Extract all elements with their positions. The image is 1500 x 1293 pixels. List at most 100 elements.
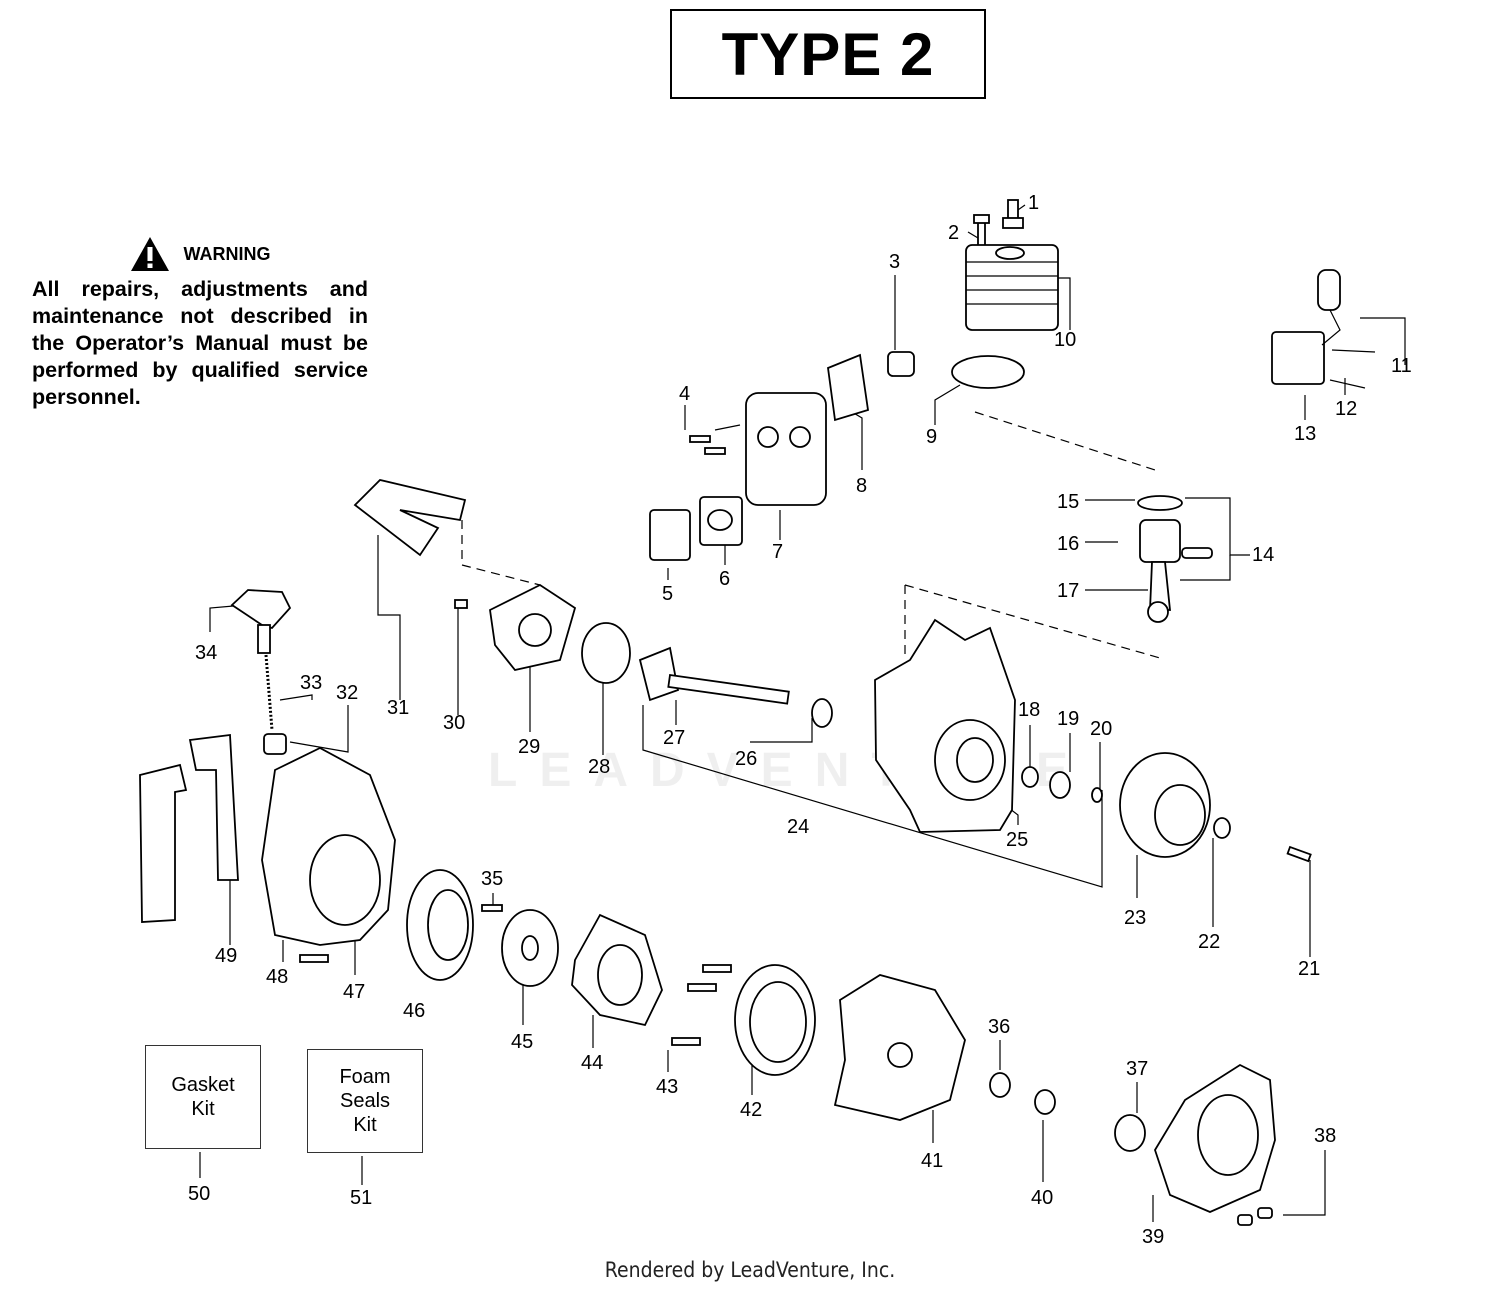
- footer-credit: Rendered by LeadVenture, Inc.: [604, 1258, 896, 1282]
- part-label-33: 33: [300, 672, 322, 694]
- crankshaft: [638, 646, 790, 705]
- rope-insert: [263, 733, 287, 755]
- part-label-23: 23: [1124, 907, 1146, 929]
- seal-19: [1049, 771, 1071, 799]
- part-label-35: 35: [481, 868, 503, 890]
- part-label-30: 30: [443, 712, 465, 734]
- leader-lines: [199, 204, 1406, 1222]
- flywheel: [1119, 752, 1211, 858]
- impeller: [833, 974, 966, 1121]
- part-label-38: 38: [1314, 1125, 1336, 1147]
- muffler-bracket: [827, 353, 870, 422]
- part-label-3: 3: [889, 251, 900, 273]
- part-label-12: 12: [1335, 398, 1357, 420]
- assembly-dashed-lines: [461, 411, 1161, 659]
- part-label-9: 9: [926, 426, 937, 448]
- part-label-22: 22: [1198, 931, 1220, 953]
- starter-rope: [264, 654, 274, 731]
- cylinder-screw: [973, 214, 990, 247]
- intake-boot: [887, 351, 915, 377]
- starter-housing: [571, 913, 663, 1027]
- screw-30: [454, 599, 468, 609]
- spark-arrestor: [649, 509, 691, 561]
- carburetor-adapter: [489, 583, 577, 672]
- part-label-11: 11: [1391, 355, 1412, 377]
- part-label-36: 36: [988, 1016, 1010, 1038]
- part-label-44: 44: [581, 1052, 603, 1074]
- part-label-20: 20: [1090, 718, 1112, 740]
- gasket-kit-box: Gasket Kit: [145, 1045, 261, 1149]
- warning-triangle-icon: [130, 237, 169, 271]
- cylinder-gasket: [951, 355, 1025, 389]
- blower-housing: [261, 746, 396, 946]
- part-label-46: 46: [403, 1000, 425, 1022]
- part-label-19: 19: [1057, 708, 1079, 730]
- warning-text: All repairs, adjustments and maintenance…: [32, 277, 368, 409]
- bearing-18: [1021, 766, 1039, 788]
- washer-40: [1034, 1089, 1056, 1115]
- ignition-module: [1271, 269, 1376, 389]
- foam-seals-kit-label: Foam Seals Kit: [339, 1066, 391, 1136]
- part-label-26: 26: [735, 748, 757, 770]
- warning-heading: WARNING: [183, 243, 271, 264]
- part-label-4: 4: [679, 383, 690, 405]
- part-number-labels: 1 2 3 4 5 6 7 8 9 10 11 12 13 14 15 16 1…: [188, 192, 1412, 1248]
- cylinder: [965, 244, 1059, 331]
- piston: [1139, 519, 1213, 623]
- part-label-14: 14: [1252, 544, 1274, 566]
- part-label-45: 45: [511, 1031, 533, 1053]
- retaining-ring-20: [1091, 787, 1103, 803]
- pin-21: [1286, 845, 1312, 863]
- crankcase: [874, 618, 1016, 833]
- piston-ring: [1137, 495, 1183, 511]
- part-label-48: 48: [266, 966, 288, 988]
- warning-header: WARNING: [32, 236, 368, 272]
- part-label-27: 27: [663, 727, 685, 749]
- part-label-8: 8: [856, 475, 867, 497]
- screw-48: [299, 954, 329, 963]
- seal-26: [811, 698, 833, 728]
- part-label-15: 15: [1057, 491, 1079, 513]
- part-label-49: 49: [215, 945, 237, 967]
- screw-35: [481, 904, 503, 912]
- part-label-13: 13: [1294, 423, 1316, 445]
- part-label-39: 39: [1142, 1226, 1164, 1248]
- part-label-7: 7: [772, 541, 783, 563]
- clips-38: [1237, 1207, 1273, 1226]
- part-label-6: 6: [719, 568, 730, 590]
- o-ring: [581, 622, 631, 684]
- part-label-32: 32: [336, 682, 358, 704]
- gasket-kit-label: Gasket Kit: [171, 1074, 235, 1120]
- part-label-10: 10: [1054, 329, 1076, 351]
- part-label-40: 40: [1031, 1187, 1053, 1209]
- part-label-29: 29: [518, 736, 540, 758]
- part-label-5: 5: [662, 583, 673, 605]
- part-label-16: 16: [1057, 533, 1079, 555]
- part-label-42: 42: [740, 1099, 762, 1121]
- starter-pulley: [406, 869, 474, 981]
- blower-intake-cover: [1154, 1063, 1276, 1213]
- diagram-title: TYPE 2: [721, 20, 935, 88]
- part-label-25: 25: [1006, 829, 1028, 851]
- part-label-51: 51: [350, 1187, 372, 1209]
- part-label-21: 21: [1298, 958, 1320, 980]
- part-label-18: 18: [1018, 699, 1040, 721]
- part-label-34: 34: [195, 642, 217, 664]
- title-box: TYPE 2: [670, 9, 986, 99]
- muffler: [745, 392, 827, 506]
- part-label-17: 17: [1057, 580, 1079, 602]
- starter-handle: [230, 589, 292, 654]
- part-label-37: 37: [1126, 1058, 1148, 1080]
- warning-notice: WARNING All repairs, adjustments and mai…: [32, 236, 368, 411]
- muffler-gasket: [699, 496, 743, 546]
- part-label-43: 43: [656, 1076, 678, 1098]
- spark-plug: [1002, 199, 1024, 229]
- part-label-50: 50: [188, 1183, 210, 1205]
- washer-45: [501, 909, 559, 987]
- part-label-1: 1: [1028, 192, 1039, 214]
- fan-cover-42: [734, 964, 816, 1076]
- air-filter-frame: [353, 479, 467, 557]
- part-label-28: 28: [588, 756, 610, 778]
- nut-36: [989, 1072, 1011, 1098]
